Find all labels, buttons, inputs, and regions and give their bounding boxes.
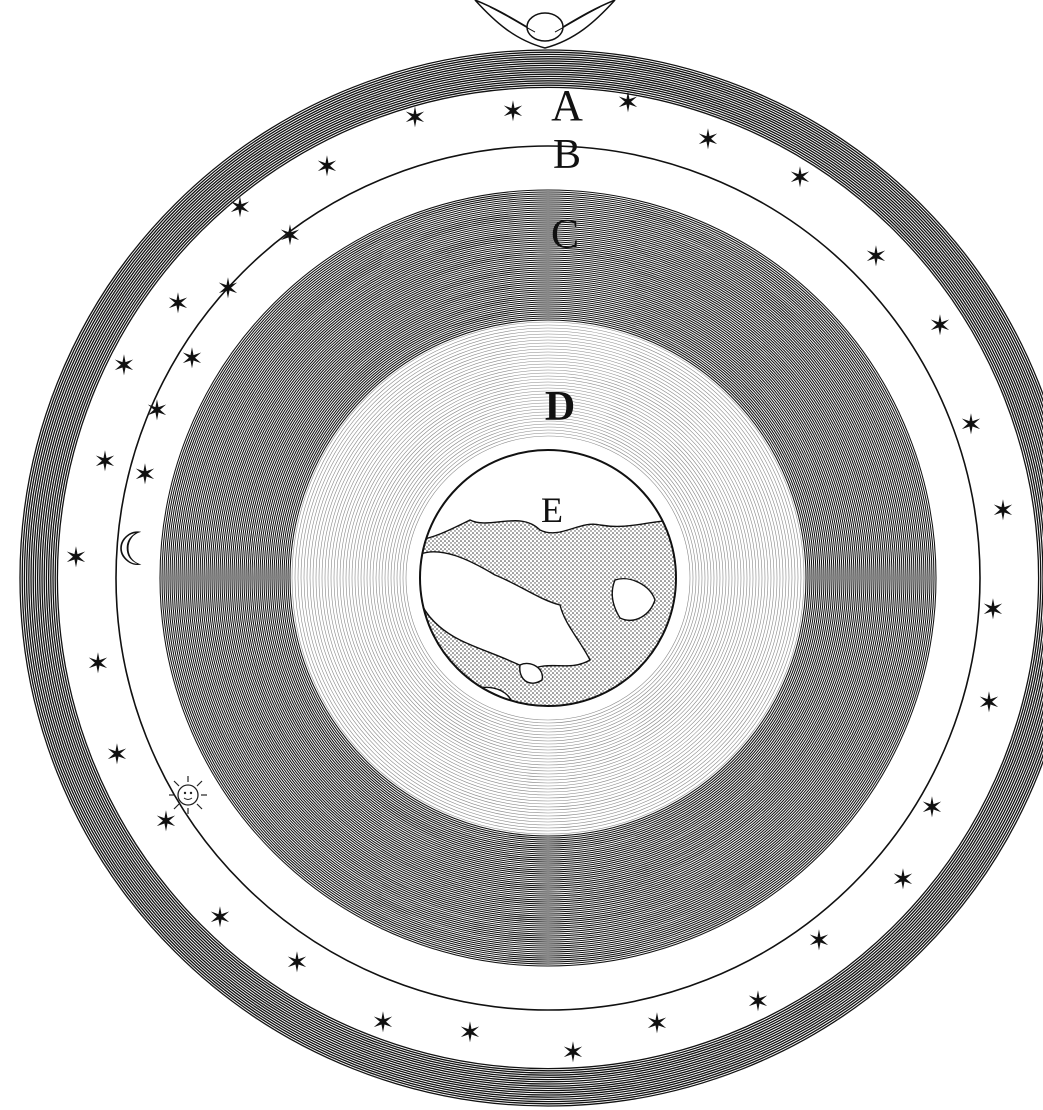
- star-icon: ✶: [64, 541, 87, 574]
- star-icon: ✶: [807, 924, 830, 957]
- label-e: E: [541, 490, 563, 530]
- star-icon: ✶: [616, 86, 639, 119]
- star-icon: ✶: [991, 494, 1014, 527]
- star-icon: ✶: [959, 408, 982, 441]
- star-icon: ✶: [154, 805, 177, 838]
- star-icon: ✶: [981, 593, 1004, 626]
- star-icon: ✶: [928, 309, 951, 342]
- star-icon: ✶: [788, 161, 811, 194]
- star-icon: ✶: [285, 946, 308, 979]
- star-icon: ✶: [86, 647, 109, 680]
- star-icon: ✶: [371, 1006, 394, 1039]
- star-icon: ✶: [315, 150, 338, 183]
- ornament-icon: [475, 0, 615, 48]
- label-b: B: [553, 132, 581, 178]
- star-icon: ✶: [105, 738, 128, 771]
- star-icon: ✶: [891, 863, 914, 896]
- star-icon: ✶: [746, 985, 769, 1018]
- label-a: A: [551, 81, 583, 130]
- star-icon: ✶: [228, 191, 251, 224]
- star-icon: ✶: [208, 901, 231, 934]
- star-icon: ✶: [93, 445, 116, 478]
- star-icon: ✶: [112, 349, 135, 382]
- star-icon: ✶: [180, 342, 203, 375]
- label-c: C: [551, 212, 579, 258]
- star-icon: ✶: [977, 686, 1000, 719]
- star-icon: ✶: [645, 1007, 668, 1040]
- star-icon: ✶: [696, 123, 719, 156]
- star-icon: ✶: [561, 1036, 584, 1069]
- star-icon: ✶: [458, 1016, 481, 1049]
- star-icon: ✶: [403, 101, 426, 134]
- star-icon: ✶: [145, 394, 168, 427]
- crescent-moon-icon: ☾: [116, 524, 157, 575]
- star-icon: ✶: [166, 287, 189, 320]
- label-d: D: [545, 384, 575, 430]
- star-icon: ✶: [133, 458, 156, 491]
- star-icon: ✶: [278, 219, 301, 252]
- star-icon: ✶: [920, 791, 943, 824]
- star-icon: ✶: [216, 272, 239, 305]
- star-icon: ✶: [864, 240, 887, 273]
- star-icon: ✶: [501, 95, 524, 128]
